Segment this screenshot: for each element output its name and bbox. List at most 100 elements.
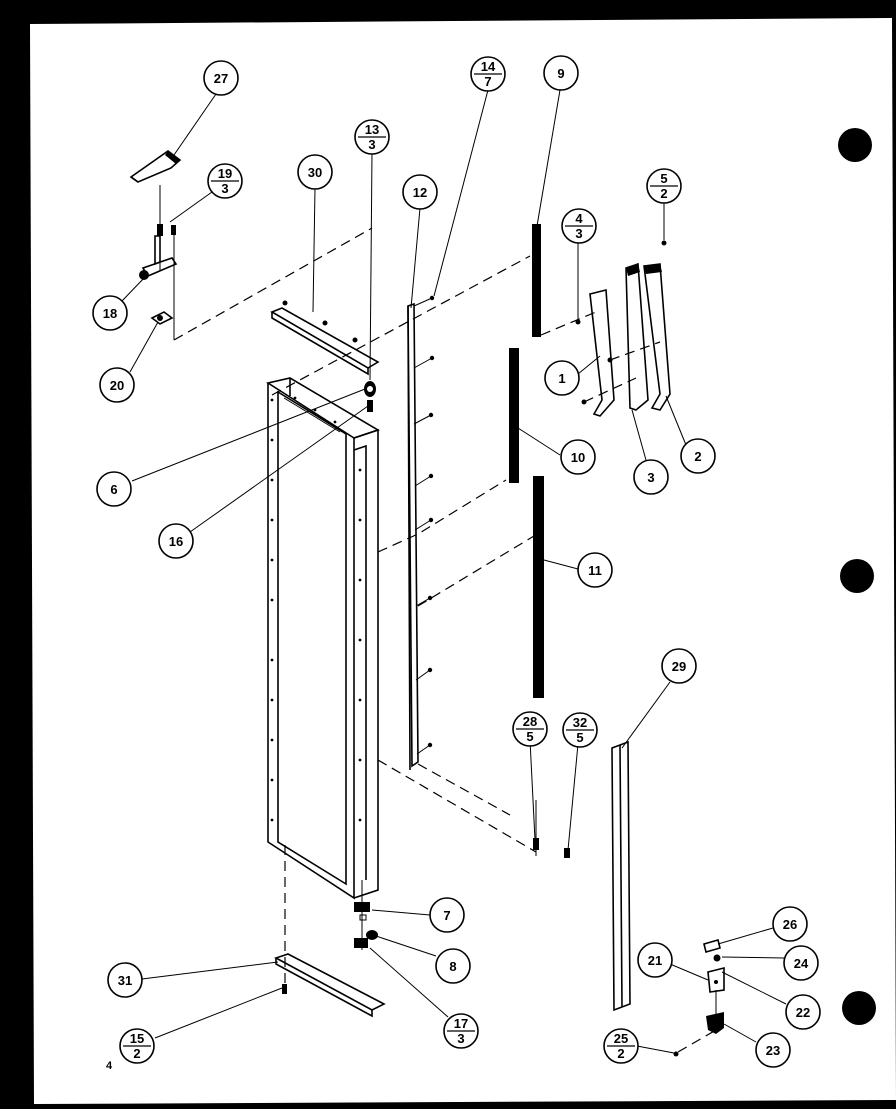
svg-text:3: 3 bbox=[368, 137, 375, 152]
svg-text:19: 19 bbox=[218, 166, 232, 181]
callout-32-5: 325 bbox=[562, 712, 598, 748]
svg-text:11: 11 bbox=[588, 563, 602, 578]
part-side-trim bbox=[611, 740, 631, 1012]
callout-14-7: 147 bbox=[470, 56, 506, 92]
svg-text:2: 2 bbox=[617, 1046, 624, 1061]
svg-text:21: 21 bbox=[648, 953, 662, 968]
svg-text:8: 8 bbox=[449, 959, 456, 974]
callout-4-3: 43 bbox=[561, 208, 597, 244]
svg-text:29: 29 bbox=[672, 659, 686, 674]
svg-text:7: 7 bbox=[443, 908, 450, 923]
leader-strip-to-gasket-lower bbox=[417, 535, 535, 607]
svg-text:22: 22 bbox=[796, 1005, 810, 1020]
svg-text:3: 3 bbox=[647, 470, 654, 485]
svg-text:4: 4 bbox=[575, 211, 583, 226]
callout-18: 18 bbox=[92, 295, 128, 331]
part-lower-hinge bbox=[354, 880, 378, 950]
part-top-cap bbox=[270, 300, 380, 376]
callout-15-2: 152 bbox=[119, 1028, 155, 1064]
callout-8: 8 bbox=[435, 948, 471, 984]
callout-3: 3 bbox=[633, 459, 669, 495]
svg-text:2: 2 bbox=[660, 186, 667, 201]
part-bottom-cap bbox=[273, 845, 386, 1018]
callout-leader-lines bbox=[120, 89, 787, 1054]
svg-text:7: 7 bbox=[484, 74, 491, 89]
callout-31: 31 bbox=[107, 962, 143, 998]
callout-7: 7 bbox=[429, 897, 465, 933]
callout-29: 29 bbox=[661, 648, 697, 684]
svg-text:28: 28 bbox=[523, 714, 537, 729]
leader-strip-to-screws bbox=[417, 763, 511, 816]
part-gasket-bottom bbox=[533, 476, 544, 698]
leader-hinge-to-frame bbox=[173, 227, 373, 341]
svg-text:5: 5 bbox=[576, 730, 583, 745]
part-bottom-hinge bbox=[673, 939, 725, 1057]
part-top-hinge bbox=[139, 185, 178, 340]
svg-text:32: 32 bbox=[573, 715, 587, 730]
svg-text:24: 24 bbox=[794, 956, 809, 971]
svg-text:16: 16 bbox=[169, 534, 183, 549]
svg-text:10: 10 bbox=[571, 450, 585, 465]
callout-22: 22 bbox=[785, 994, 821, 1030]
svg-text:12: 12 bbox=[413, 185, 427, 200]
svg-text:3: 3 bbox=[457, 1031, 464, 1046]
paper-sheet bbox=[30, 18, 896, 1104]
callout-12: 12 bbox=[402, 174, 438, 210]
svg-text:13: 13 bbox=[365, 122, 379, 137]
part-gasket-middle bbox=[509, 348, 519, 483]
svg-text:18: 18 bbox=[103, 306, 117, 321]
callout-10: 10 bbox=[560, 439, 596, 475]
svg-text:26: 26 bbox=[783, 917, 797, 932]
svg-text:30: 30 bbox=[308, 165, 322, 180]
svg-text:25: 25 bbox=[614, 1031, 628, 1046]
leader-frame-to-screws bbox=[377, 759, 537, 853]
callout-23: 23 bbox=[755, 1032, 791, 1068]
svg-text:2: 2 bbox=[694, 449, 701, 464]
leader-strip-to-gasket bbox=[377, 479, 507, 553]
callout-19-3: 193 bbox=[207, 163, 243, 199]
part-hinge-cover bbox=[129, 150, 182, 183]
callout-13-3: 133 bbox=[354, 119, 390, 155]
callout-16: 16 bbox=[158, 523, 194, 559]
callout-25-2: 252 bbox=[603, 1028, 639, 1064]
svg-text:27: 27 bbox=[214, 71, 228, 86]
svg-text:23: 23 bbox=[766, 1043, 780, 1058]
part-bushing bbox=[150, 311, 174, 325]
svg-text:1: 1 bbox=[558, 371, 565, 386]
svg-text:31: 31 bbox=[118, 973, 132, 988]
svg-text:5: 5 bbox=[660, 171, 667, 186]
svg-text:20: 20 bbox=[110, 378, 124, 393]
svg-text:15: 15 bbox=[130, 1031, 144, 1046]
callout-9: 9 bbox=[543, 55, 579, 91]
svg-text:17: 17 bbox=[454, 1016, 468, 1031]
callout-6: 6 bbox=[96, 471, 132, 507]
svg-text:3: 3 bbox=[575, 226, 582, 241]
part-stop-and-screw bbox=[364, 381, 376, 412]
callout-21: 21 bbox=[637, 942, 673, 978]
part-screws-28-32 bbox=[533, 800, 570, 858]
callout-11: 11 bbox=[577, 552, 613, 588]
binder-hole-bottom bbox=[842, 991, 876, 1025]
svg-text:6: 6 bbox=[110, 482, 117, 497]
svg-text:3: 3 bbox=[221, 181, 228, 196]
svg-text:5: 5 bbox=[526, 729, 533, 744]
callout-27: 27 bbox=[203, 60, 239, 96]
part-gasket-top bbox=[532, 224, 541, 337]
part-door-frame bbox=[265, 377, 380, 900]
svg-text:14: 14 bbox=[481, 59, 496, 74]
callout-26: 26 bbox=[772, 906, 808, 942]
part-handle-assembly bbox=[540, 240, 671, 417]
callout-2: 2 bbox=[680, 438, 716, 474]
binder-hole-top bbox=[838, 128, 872, 162]
callout-17-3: 173 bbox=[443, 1013, 479, 1049]
callout-30: 30 bbox=[297, 154, 333, 190]
leader-frame-to-gasket bbox=[271, 255, 531, 396]
callout-20: 20 bbox=[99, 367, 135, 403]
callout-1: 1 bbox=[544, 360, 580, 396]
page-number: 4 bbox=[106, 1060, 113, 1072]
callout-28-5: 285 bbox=[512, 711, 548, 747]
svg-text:9: 9 bbox=[557, 66, 564, 81]
svg-text:2: 2 bbox=[133, 1046, 140, 1061]
